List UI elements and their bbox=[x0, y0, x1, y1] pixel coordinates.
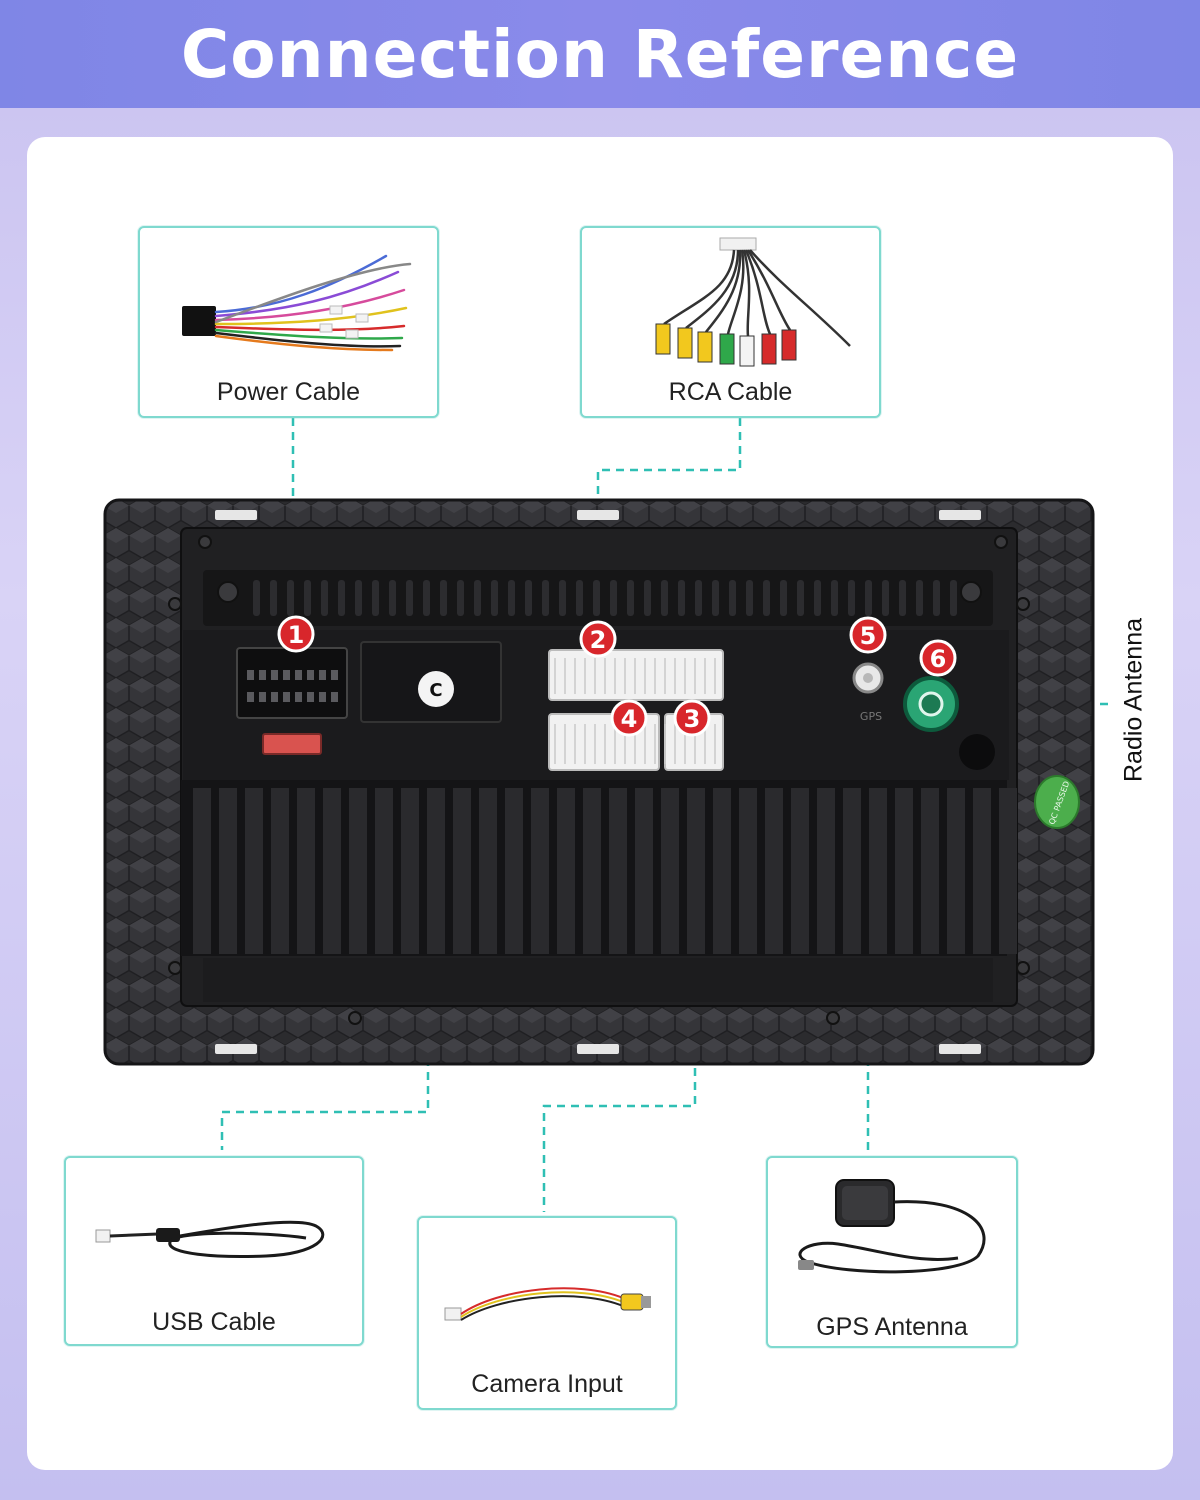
rca-cable-label: RCA Cable bbox=[668, 378, 793, 406]
radio-antenna-label: Radio Antenna bbox=[1119, 617, 1148, 783]
card-camera-input: Camera Input bbox=[417, 1216, 677, 1410]
usb-cable-image bbox=[95, 1220, 325, 1258]
rca-cable-image bbox=[655, 237, 851, 367]
badge-1: 1 bbox=[277, 615, 315, 653]
head-unit-rear: C GPS QC PASSED bbox=[103, 498, 1095, 1066]
badge-2-label: 2 bbox=[590, 626, 607, 654]
svg-text:C: C bbox=[429, 680, 442, 701]
badge-6-label: 6 bbox=[930, 645, 947, 673]
page-title: Connection Reference bbox=[180, 15, 1020, 93]
card-gps-antenna: GPS Antenna bbox=[766, 1156, 1018, 1348]
power-cable-image bbox=[182, 254, 412, 352]
badge-5: 5 bbox=[849, 616, 887, 654]
badge-2: 2 bbox=[579, 620, 617, 658]
card-power-cable: Power Cable bbox=[138, 226, 439, 418]
qc-sticker bbox=[1034, 775, 1080, 829]
title-banner: Connection Reference bbox=[0, 0, 1200, 108]
badge-6: 6 bbox=[919, 639, 957, 677]
gps-antenna-image bbox=[798, 1179, 986, 1274]
rca-port bbox=[548, 649, 724, 701]
card-rca-cable: RCA Cable bbox=[580, 226, 881, 418]
badge-5-label: 5 bbox=[860, 622, 877, 650]
gps-port-marking: GPS bbox=[860, 710, 882, 723]
badge-4: 4 bbox=[610, 699, 648, 737]
badge-4-label: 4 bbox=[621, 705, 638, 733]
badge-1-label: 1 bbox=[288, 621, 305, 649]
power-cable-label: Power Cable bbox=[216, 378, 361, 406]
camera-input-label: Camera Input bbox=[471, 1370, 623, 1398]
badge-3: 3 bbox=[673, 699, 711, 737]
gps-antenna-label: GPS Antenna bbox=[816, 1313, 968, 1341]
camera-input-image bbox=[444, 1287, 651, 1321]
badge-3-label: 3 bbox=[684, 705, 701, 733]
usb-cable-label: USB Cable bbox=[152, 1308, 276, 1336]
fuse bbox=[262, 733, 322, 755]
card-usb-cable: USB Cable bbox=[64, 1156, 364, 1346]
